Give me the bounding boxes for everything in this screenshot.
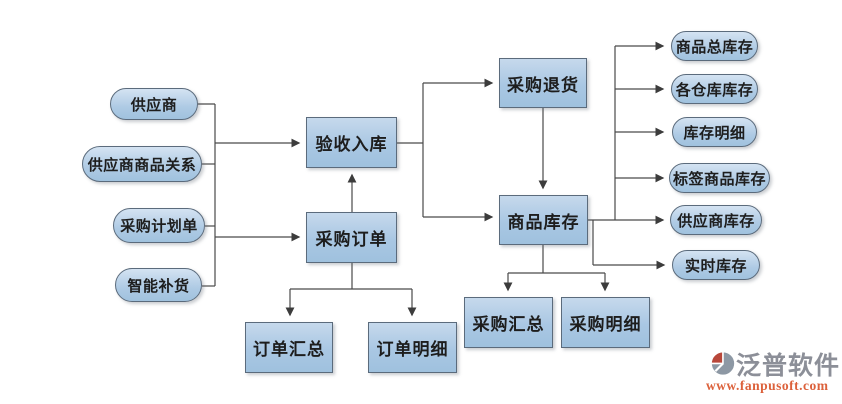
node-realtime-inventory: 实时库存 bbox=[672, 250, 760, 280]
brand-watermark: 泛普软件 www.fanpusoft.com bbox=[706, 344, 839, 398]
node-purchase-plan: 采购计划单 bbox=[113, 208, 205, 243]
node-order-detail: 订单明细 bbox=[368, 322, 457, 373]
node-supplier-product-relation: 供应商商品关系 bbox=[82, 146, 202, 182]
node-supplier: 供应商 bbox=[110, 88, 198, 120]
node-purchase-summary: 采购汇总 bbox=[464, 297, 553, 348]
brand-url: www.fanpusoft.com bbox=[706, 378, 829, 393]
node-warehouse-inventory: 各仓库库存 bbox=[671, 74, 758, 104]
node-purchase-detail: 采购明细 bbox=[561, 297, 650, 348]
node-acceptance-inbound: 验收入库 bbox=[306, 117, 397, 168]
node-purchase-order: 采购订单 bbox=[306, 212, 397, 263]
brand-name: 泛普软件 bbox=[736, 352, 841, 380]
node-order-summary: 订单汇总 bbox=[245, 322, 333, 373]
node-supplier-inventory: 供应商库存 bbox=[670, 205, 762, 235]
node-inventory-detail: 库存明细 bbox=[672, 117, 757, 147]
node-total-product-inventory: 商品总库存 bbox=[671, 31, 758, 61]
node-purchase-return: 采购退货 bbox=[499, 58, 587, 108]
node-product-inventory: 商品库存 bbox=[499, 195, 588, 245]
node-tag-product-inventory: 标签商品库存 bbox=[669, 163, 770, 193]
fanpu-logo-icon bbox=[710, 350, 736, 377]
node-smart-replenishment: 智能补货 bbox=[115, 268, 202, 302]
